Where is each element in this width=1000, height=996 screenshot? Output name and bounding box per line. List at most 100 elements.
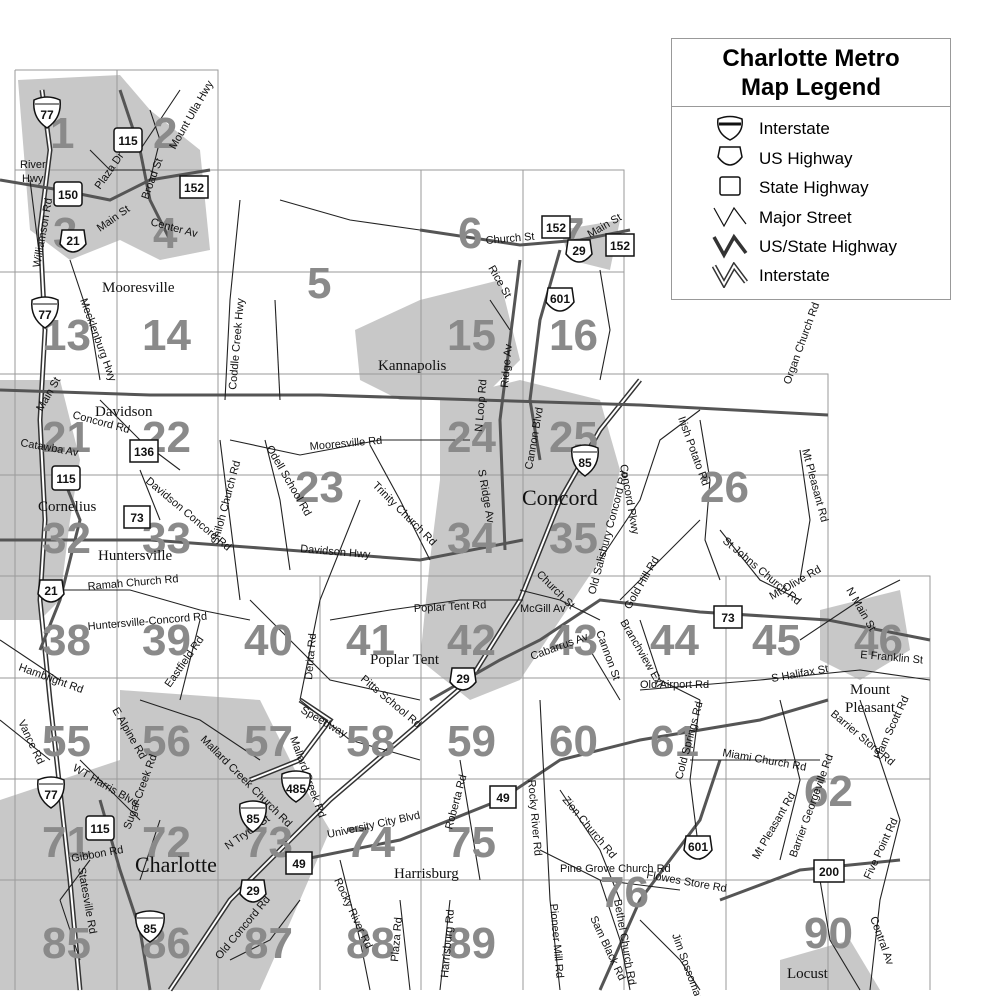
route-number: 152 [184,181,204,195]
grid-number: 72 [142,818,191,867]
grid-number: 40 [244,616,293,665]
grid-number: 34 [447,514,496,563]
city-label: Cornelius [38,499,96,515]
state-highway-shield-icon: 49 [285,851,313,875]
route-number: 200 [819,865,839,879]
route-number: 152 [610,239,630,253]
interstate-shield-icon: 485 [281,770,311,803]
street-label: St Johns Church Rd [720,535,803,607]
us-highway-shield-icon: 21 [37,579,65,603]
city-label: Harrisburg [394,866,459,882]
legend-label: US Highway [759,149,853,168]
grid-number: 43 [549,616,598,665]
grid-number: 90 [804,909,853,958]
grid-number: 46 [854,616,903,665]
grid-number: 41 [346,616,395,665]
legend-title: Charlotte Metro Map Legend [672,39,950,107]
state-highway-shield-icon: 152 [605,233,635,257]
street-label: Miami Church Rd [721,747,807,774]
us-highway-shield-icon: 29 [239,879,267,903]
us-highway-shield-icon: 601 [683,835,713,860]
street-label: Irish Potato Rd [675,415,711,487]
route-number: 152 [546,221,566,235]
route-number: 85 [578,456,592,470]
grid-number: 26 [700,463,749,512]
grid-number: 4 [153,209,178,258]
street-label: Pioneer Mill Rd [547,903,565,978]
map-grid [0,69,931,990]
state-highway-shield-icon: 136 [129,439,159,463]
us-highway-shield-icon: 115 [85,815,115,841]
state-highway-shield-icon: 152 [541,215,571,239]
us-highway-shield-icon [717,146,743,166]
us-state-highway-line-icon [712,233,748,259]
route-number: 136 [134,445,154,459]
route-shields: 77 115 150 21 152 152 29 152 [31,96,845,943]
route-number: 49 [292,857,306,871]
legend-row-us-highway: US Highway [672,145,950,171]
route-number: 29 [456,672,470,686]
grid-numbers: 1 2 3 4 5 6 7 13 14 15 16 21 22 23 24 25… [42,109,903,968]
route-number: 601 [550,292,570,306]
street-label: Hwy [22,173,44,185]
street-label: Poplar Tent Rd [414,599,487,615]
route-number: 29 [246,884,260,898]
street-label: Old Airport Rd [640,679,709,691]
grid-number: 16 [549,311,598,360]
us-highway-shield-icon: 29 [565,239,593,263]
route-number: 85 [246,812,260,826]
street-label: Zion Church Rd [560,794,619,861]
state-highway-shield-icon: 152 [179,175,209,199]
interstate-line-icon [712,262,748,288]
street-label: Five Point Rd [862,816,901,881]
route-number: 485 [286,782,306,796]
street-label: Organ Church Rd [782,301,823,386]
city-labels: Mooresville Kannapolis Davidson Concord … [38,280,896,982]
street-label: Central Av [867,915,896,967]
street-label: Rocky River Rd [525,779,544,856]
legend-row-interstate-line: Interstate [672,262,950,288]
grid-number: 87 [244,919,293,968]
grid-number: 14 [142,311,191,360]
grid-number: 45 [752,616,801,665]
grid-number: 39 [142,616,191,665]
street-label: Church St [485,231,535,247]
state-highway-shield-icon: 73 [123,505,151,529]
grid-number: 2 [153,109,177,158]
street-label: Mt Pleasant Rd [799,448,830,524]
us-highway-shield-icon: 150 [53,181,83,207]
grid-number: 56 [142,717,191,766]
grid-number: 6 [458,209,482,258]
grid-number: 55 [42,717,91,766]
interstate-shield-icon: 85 [571,444,599,477]
legend-title-line2: Map Legend [740,74,881,101]
grid-number: 44 [650,616,699,665]
grid-number: 35 [549,514,598,563]
city-label: Pleasant [845,700,896,716]
street-label: N Loop Rd [473,379,490,432]
grid-number: 89 [447,919,496,968]
city-label: Poplar Tent [370,652,440,668]
route-number: 21 [66,234,80,248]
route-number: 85 [143,922,157,936]
street-label: Mooresville Rd [309,435,383,453]
route-number: 21 [44,584,58,598]
street-label: Gold Hill Rd [622,555,662,612]
street-label: E Franklin St [860,649,924,666]
street-label: Flowes Store Rd [645,869,727,895]
state-highway-shield-icon: 73 [713,605,743,629]
grid-number: 32 [42,514,91,563]
street-label: Davidson Hwy [300,543,372,561]
grid-number: 21 [42,413,91,462]
city-label: Huntersville [98,548,172,564]
legend-label: Major Street [759,208,852,227]
grid-number: 42 [447,616,496,665]
grid-number: 24 [447,413,496,462]
grid-number: 88 [346,919,395,968]
grid-number: 59 [447,717,496,766]
route-number: 115 [56,472,76,486]
interstate-shield-icon: 85 [239,800,267,833]
legend-row-state-highway: State Highway [672,174,950,200]
city-label: Mooresville [102,280,175,296]
